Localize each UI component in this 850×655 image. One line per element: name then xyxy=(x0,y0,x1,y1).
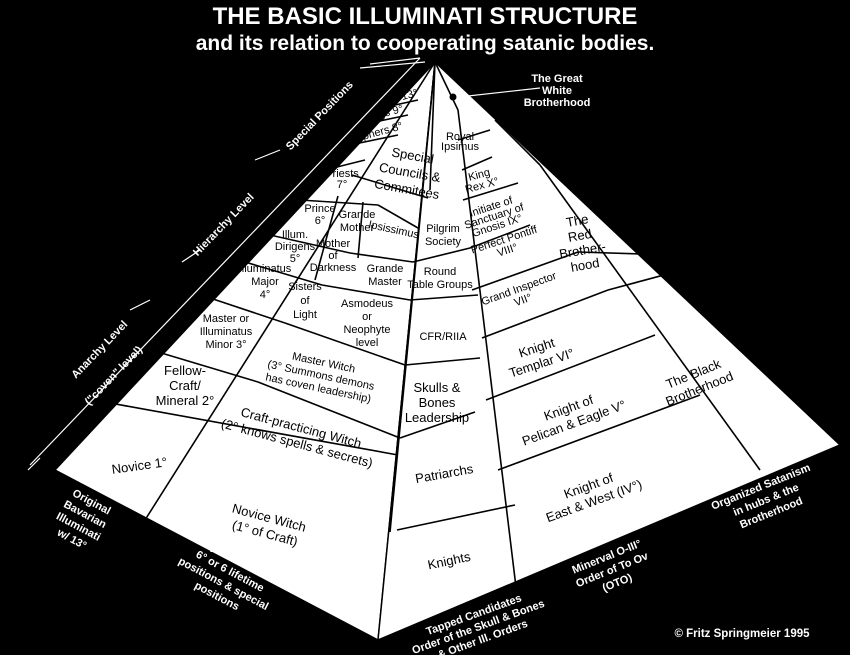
special-councils-l1: Special xyxy=(390,144,435,166)
pilgrim-l1: Pilgrim xyxy=(426,223,460,235)
degree-fellow-l1: Fellow- xyxy=(164,363,206,378)
degree-prince-l1: Prince xyxy=(304,203,335,215)
royal-ipsimus-l1: Royal xyxy=(446,131,474,143)
degree-major-l1: Illuminatus xyxy=(239,263,292,275)
degree-major-l3: 4° xyxy=(260,289,271,301)
grande-master-l1: Grande xyxy=(367,263,404,275)
degree-minor-l1: Master or xyxy=(203,313,250,325)
great-white-l2: White xyxy=(542,85,572,97)
red-brotherhood-l4: hood xyxy=(569,255,600,275)
royal-ipsimus-l2: Ipsimus xyxy=(441,141,479,153)
great-white-l3: Brotherhood xyxy=(524,97,591,109)
degree-fellow-l2: Craft/ xyxy=(169,378,201,393)
diagram-title: THE BASIC ILLUMINATI STRUCTURE xyxy=(213,3,638,30)
degree-dirigens-l3: 5° xyxy=(290,253,301,265)
red-brotherhood-l1: The xyxy=(565,211,590,230)
great-white-l1: The Great xyxy=(531,73,583,85)
asmodeus-l3: Neophyte xyxy=(343,324,390,336)
skulls-bones-l2: Bones xyxy=(419,395,456,410)
diagram-subtitle: and its relation to cooperating satanic … xyxy=(196,32,655,55)
round-table-l2: Table Groups xyxy=(407,279,473,291)
cfr-riia: CFR/RIIA xyxy=(419,331,467,343)
mother-darkness-l1: Mother xyxy=(316,238,351,250)
asmodeus-l1: Asmodeus xyxy=(341,298,393,310)
skulls-bones-l3: Leadership xyxy=(405,410,469,425)
skulls-bones-l1: Skulls & xyxy=(414,380,461,395)
king-rex-l1: King xyxy=(467,166,491,183)
degree-dirigens-l1: Illum. xyxy=(282,229,308,241)
degree-prince-l2: 6° xyxy=(315,215,326,227)
degree-priests-l1: Priests xyxy=(325,168,359,180)
degree-dirigens-l2: Dirigens xyxy=(275,241,316,253)
degree-fellow-l3: Mineral 2° xyxy=(156,393,215,408)
degree-major-l2: Major xyxy=(251,276,279,288)
asmodeus-l4: level xyxy=(356,337,379,349)
svg-text:SpecialCouncils &Commitees: SpecialCouncils &Commitees xyxy=(373,142,447,202)
grande-mother-l2: Mother xyxy=(340,222,375,234)
sisters-light-l1: Sisters xyxy=(288,281,322,293)
svg-text:Novice Witch(1° of Craft): Novice Witch(1° of Craft) xyxy=(226,501,307,551)
sisters-light-l3: Light xyxy=(293,309,317,321)
degree-minor-l3: Minor 3° xyxy=(205,339,246,351)
svg-text:Fellow-Craft/Mineral 2°: Fellow-Craft/Mineral 2° xyxy=(156,363,215,408)
degree-minor-l2: Illuminatus xyxy=(200,326,253,338)
degree-priests-l2: 7° xyxy=(337,179,348,191)
copyright-notice: © Fritz Springmeier 1995 xyxy=(674,628,810,640)
round-table-l1: Round xyxy=(424,266,456,278)
grande-master-l2: Master xyxy=(368,276,402,288)
pilgrim-l2: Society xyxy=(425,236,462,248)
mother-darkness-l2: of xyxy=(328,250,338,262)
grande-mother-l1: Grande xyxy=(339,209,376,221)
svg-text:TheRedBrother-hood: TheRedBrother-hood xyxy=(553,209,610,276)
grand-inspector-l2: VII° xyxy=(513,292,534,309)
mother-darkness-l3: Darkness xyxy=(310,262,357,274)
red-brotherhood-l2: Red xyxy=(567,226,593,245)
sisters-light-l2: of xyxy=(300,295,310,307)
asmodeus-l2: or xyxy=(362,311,372,323)
